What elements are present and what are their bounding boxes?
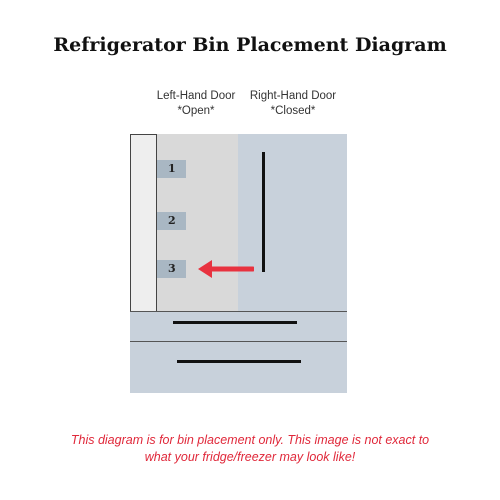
disclaimer-line-1: This diagram is for bin placement only. …: [70, 433, 430, 447]
left-door-name: Left-Hand Door: [156, 90, 236, 102]
lower-drawer-handle: [177, 360, 301, 363]
left-door-state: *Open*: [177, 105, 215, 117]
right-door-label: Right-Hand Door *Closed*: [243, 89, 343, 119]
right-door-state: *Closed*: [270, 105, 316, 117]
upper-drawer-handle: [173, 321, 297, 324]
disclaimer-note: This diagram is for bin placement only. …: [30, 432, 470, 466]
bin-2: 2: [157, 212, 186, 230]
right-door-name: Right-Hand Door: [249, 90, 337, 102]
bin-1: 1: [157, 160, 186, 178]
page-title: Refrigerator Bin Placement Diagram: [53, 34, 447, 56]
drawer-top-divider: [130, 311, 347, 312]
left-door-label: Left-Hand Door *Open*: [146, 89, 246, 119]
bin-3: 3: [157, 260, 186, 278]
left-door-panel: [130, 134, 157, 312]
drawer-middle-divider: [130, 341, 347, 342]
left-arrow-icon: [198, 260, 254, 278]
disclaimer-line-2: what your fridge/freezer may look like!: [144, 450, 356, 464]
right-door-handle: [262, 152, 265, 272]
